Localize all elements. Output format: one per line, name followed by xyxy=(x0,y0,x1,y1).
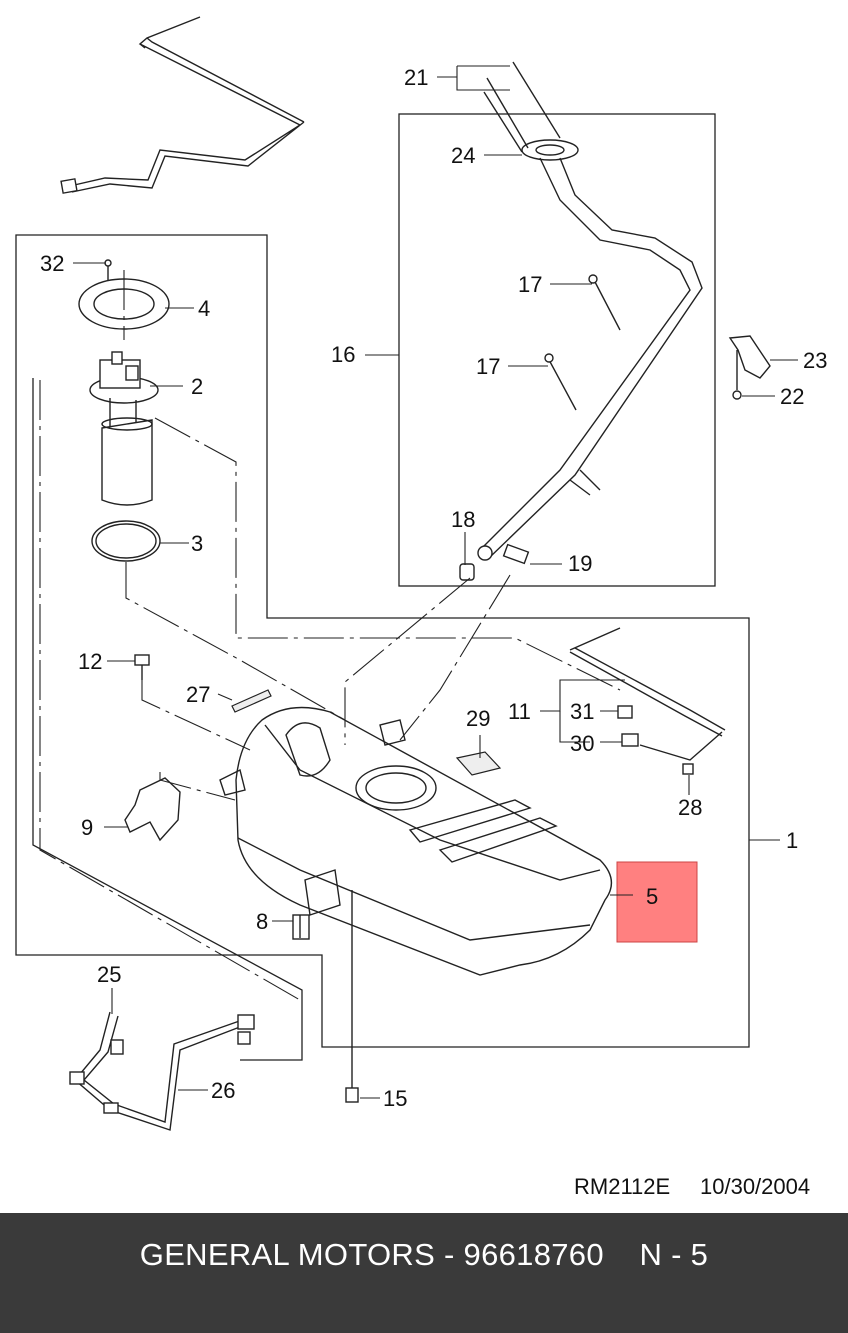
filler-neck xyxy=(477,139,703,565)
footer-bar: GENERAL MOTORS - 96618760 N - 5 xyxy=(0,1213,848,1333)
reference-code: RM2112E xyxy=(574,1174,670,1199)
clip-28 xyxy=(682,763,694,775)
callout-22: 22 xyxy=(780,384,804,409)
callout-23: 23 xyxy=(803,348,827,373)
leader-lines xyxy=(73,65,798,1099)
callout-29: 29 xyxy=(466,706,490,731)
callout-3: 3 xyxy=(191,531,203,556)
parts-diagram: 32 4 2 3 16 21 24 17 17 18 19 23 22 1 5 … xyxy=(15,16,827,1199)
callout-9: 9 xyxy=(81,815,93,840)
callout-1: 1 xyxy=(786,828,798,853)
bracket-9 xyxy=(124,777,181,842)
hose-clamps-17 xyxy=(544,274,621,411)
callout-8: 8 xyxy=(256,909,268,934)
vent-pipe-top xyxy=(60,16,305,194)
pump-assembly-box xyxy=(15,234,750,1048)
bolt-12 xyxy=(134,654,150,680)
callout-24: 24 xyxy=(451,143,475,168)
gasket-ring xyxy=(78,259,170,340)
callout-25: 25 xyxy=(97,962,121,987)
callout-17-lower: 17 xyxy=(476,354,500,379)
filler-neck-box xyxy=(398,113,716,587)
callout-labels: 32 4 2 3 16 21 24 17 17 18 19 23 22 1 5 … xyxy=(40,65,827,1111)
fuel-pipes-25-26 xyxy=(69,1011,255,1131)
bracket-23 xyxy=(728,335,771,400)
pipe-box xyxy=(32,378,303,1061)
callout-30: 30 xyxy=(570,731,594,756)
callout-15: 15 xyxy=(383,1086,407,1111)
callout-11: 11 xyxy=(508,699,531,724)
filler-bolts xyxy=(483,61,561,153)
callout-16: 16 xyxy=(331,342,355,367)
callout-32: 32 xyxy=(40,251,64,276)
callout-26: 26 xyxy=(211,1078,235,1103)
callout-18: 18 xyxy=(451,507,475,532)
callout-17-upper: 17 xyxy=(518,272,542,297)
reference-date: 10/30/2004 xyxy=(700,1174,810,1199)
callout-4: 4 xyxy=(198,296,210,321)
callout-31: 31 xyxy=(570,699,594,724)
fuel-line-11 xyxy=(569,627,726,761)
grommet-18 xyxy=(459,563,475,581)
callout-19: 19 xyxy=(568,551,592,576)
construction-lines xyxy=(39,380,621,1001)
connector-8 xyxy=(292,914,310,940)
fuel-tank xyxy=(219,706,613,976)
bolt-15 xyxy=(345,890,359,1103)
callout-21: 21 xyxy=(404,65,428,90)
callout-28: 28 xyxy=(678,795,702,820)
o-ring xyxy=(91,520,161,562)
callout-12: 12 xyxy=(78,649,102,674)
strap-27 xyxy=(231,689,272,713)
callout-5: 5 xyxy=(646,884,658,909)
fuel-pump-module xyxy=(89,351,159,506)
callout-27: 27 xyxy=(186,682,210,707)
highlight-part-5 xyxy=(616,861,698,943)
pad-29 xyxy=(455,751,502,776)
footer-title: GENERAL MOTORS - 96618760 N - 5 xyxy=(139,1237,709,1272)
callout-2: 2 xyxy=(191,374,203,399)
